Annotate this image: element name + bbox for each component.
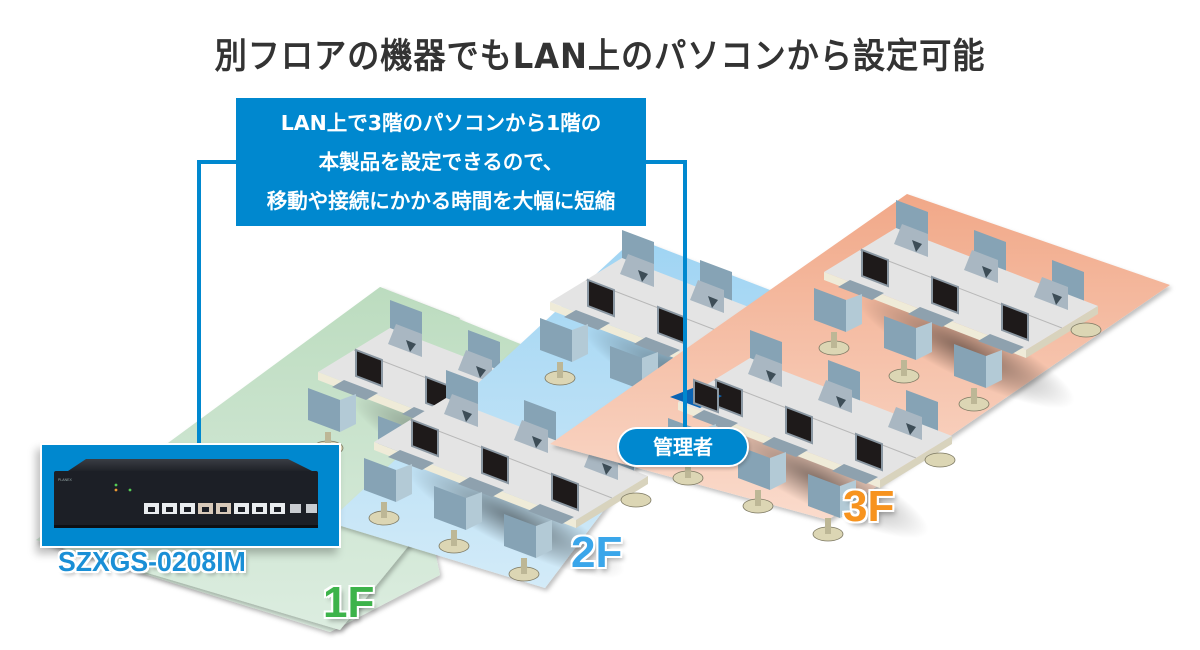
page-title: 別フロアの機器でもLAN上のパソコンから設定可能: [214, 37, 986, 77]
connector-line-left: [197, 160, 236, 445]
connector-line-right: [646, 160, 687, 430]
callout-line: LAN上で3階のパソコンから1階の: [280, 110, 602, 135]
product-name: SZXGS-0208IM: [58, 546, 246, 577]
floor-label-1f: 1F: [323, 578, 375, 627]
admin-label: 管理者: [617, 427, 749, 467]
floor-label-3f: 3F: [843, 482, 895, 531]
callout-line: 本製品を設定できるので、: [318, 149, 564, 174]
callout-line: 移動や接続にかかる時間を大幅に短縮: [266, 188, 616, 213]
product-image-panel: [40, 443, 341, 548]
callout-box: LAN上で3階のパソコンから1階の 本製品を設定できるので、 移動や接続にかかる…: [236, 98, 646, 226]
floor-label-2f: 2F: [571, 528, 623, 577]
admin-desk-highlight: [670, 378, 722, 414]
